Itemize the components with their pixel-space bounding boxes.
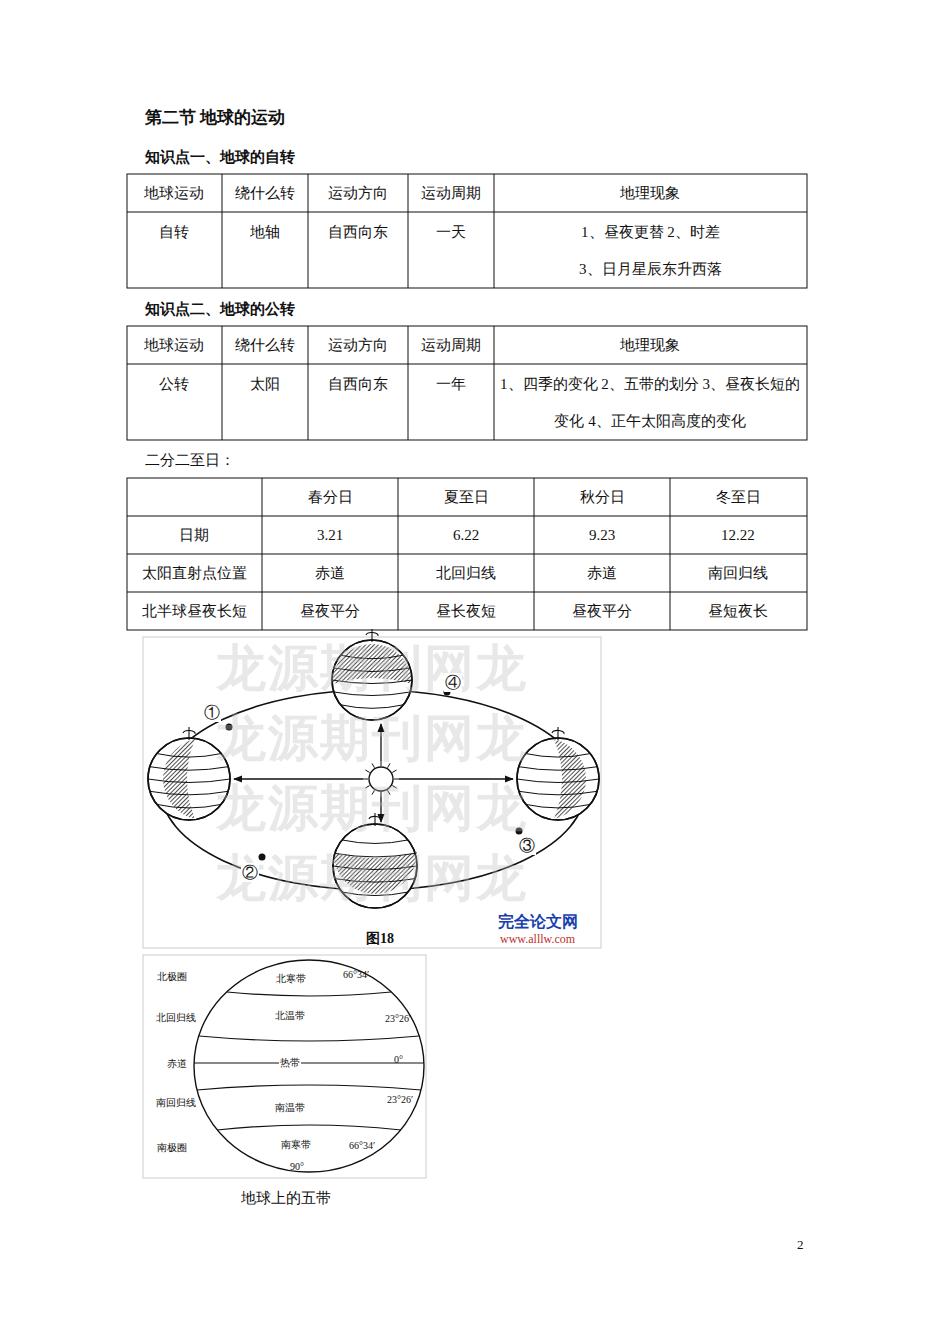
table-cell: 赤道: [587, 564, 617, 582]
globe-outline: [517, 738, 599, 820]
table-cell: 南回归线: [708, 564, 768, 582]
latitude-line: [526, 804, 590, 808]
zone-label: 南极圈: [157, 1142, 187, 1154]
latitude-line: [157, 804, 221, 808]
latitude-line: [341, 705, 404, 709]
latitude-line: [519, 791, 597, 795]
table-cell: 昼夜平分: [300, 602, 360, 620]
table-cell: 地球运动: [144, 336, 204, 354]
zone-label: 南温带: [275, 1102, 305, 1114]
latitude-line: [517, 779, 599, 783]
latitude-line: [519, 767, 597, 771]
zone-label: 北回归线: [156, 1012, 196, 1024]
latitude-line: [342, 840, 408, 844]
earth-axis: [557, 727, 558, 740]
site-mark: 完全论文网: [498, 912, 578, 931]
zone-label: 2: [797, 1237, 804, 1253]
table-cell: 运动方向: [328, 184, 388, 202]
table-cell: 昼夜平分: [572, 602, 632, 620]
zone-label: 66°34′: [343, 969, 369, 981]
page-title: 第二节 地球的运动: [145, 108, 285, 128]
table-cell: 日期: [179, 526, 209, 544]
table-cell: 运动方向: [328, 336, 388, 354]
earth-axis: [188, 727, 189, 740]
callout-number: ①: [203, 703, 221, 722]
five-zones-figure: [143, 955, 426, 1178]
table-cell: 春分日: [308, 488, 353, 506]
watermark: 龙源期刊网龙: [216, 638, 528, 698]
zone-label: 赤道: [167, 1058, 187, 1070]
table-cell: 1、昼夜更替 2、时差: [581, 223, 720, 241]
table-cell: 3.21: [317, 526, 343, 544]
table-cell: 3、日月星辰东升西落: [579, 260, 722, 278]
table-cell: 昼长夜短: [436, 602, 496, 620]
table-cell: 昼短夜长: [708, 602, 768, 620]
table-cell: 运动周期: [421, 184, 481, 202]
section-heading: 知识点一、地球的自转: [145, 148, 295, 166]
zone-label: 南寒带: [281, 1139, 311, 1151]
orbit-figure: [143, 629, 601, 948]
table-heading: 二分二至日：: [145, 451, 235, 469]
table-cell: 赤道: [315, 564, 345, 582]
table-cell: 12.22: [721, 526, 755, 544]
table-cell: 9.23: [589, 526, 615, 544]
table-cell: 1、四季的变化 2、五带的划分 3、昼夜长短的变化 4、正午太阳高度的变化: [497, 366, 803, 440]
table-cell: 绕什么转: [235, 336, 295, 354]
figure-caption: 地球上的五带: [241, 1189, 331, 1207]
latitude-line: [526, 754, 590, 758]
table-cell: 太阳直射点位置: [142, 564, 247, 582]
table-cell: 北回归线: [436, 564, 496, 582]
table-cell: 自转: [159, 223, 189, 241]
table-cell: 北半球昼夜长短: [142, 602, 247, 620]
section-heading: 知识点二、地球的公转: [145, 300, 295, 318]
table-cell: 秋分日: [580, 488, 625, 506]
watermark: 龙源期刊网龙: [216, 778, 528, 838]
zone-label: 北温带: [275, 1010, 305, 1022]
zone-label: 23°26′: [387, 1094, 413, 1106]
latitude-line: [157, 754, 221, 758]
table-cell: 一年: [436, 375, 466, 393]
latitude-line: [150, 767, 228, 771]
zone-label: 北寒带: [276, 973, 306, 985]
zone-label: 南回归线: [156, 1097, 196, 1109]
zone-label: 热带: [279, 1057, 301, 1069]
watermark: 龙源期刊网龙: [216, 708, 528, 768]
site-url: www.alllw.com: [500, 932, 575, 946]
table-cell: 地轴: [250, 223, 280, 241]
zone-label: 23°26′: [385, 1013, 411, 1025]
table-cell: 地理现象: [620, 336, 680, 354]
table-cell: 公转: [159, 375, 189, 393]
zone-label: 66°34′: [349, 1140, 375, 1152]
callout-number: ④: [444, 673, 462, 692]
table-cell: 自西向东: [328, 223, 388, 241]
watermark: 龙源期刊网龙: [216, 848, 528, 908]
sun-ray: [365, 770, 369, 773]
table-cell: 自西向东: [328, 375, 388, 393]
table-cell: 夏至日: [444, 488, 489, 506]
callout-number: ②: [241, 863, 259, 882]
figure-label: 图18: [366, 931, 394, 948]
table-cell: 冬至日: [716, 488, 761, 506]
table-cell: 太阳: [250, 375, 280, 393]
sun-ray: [392, 770, 396, 773]
zone-label: 0°: [394, 1054, 403, 1066]
zone-label: 北极圈: [157, 971, 187, 983]
zone-label: 90°: [290, 1161, 304, 1173]
table-cell: 6.22: [453, 526, 479, 544]
callout-number: ③: [518, 836, 536, 855]
table-cell: 绕什么转: [235, 184, 295, 202]
table-cell: 地球运动: [144, 184, 204, 202]
earth-globe: [517, 738, 599, 820]
table-grid: [127, 174, 807, 630]
table-cell: 地理现象: [620, 184, 680, 202]
table-cell: 运动周期: [421, 336, 481, 354]
table-cell: 一天: [436, 223, 466, 241]
night-side: [163, 739, 195, 819]
